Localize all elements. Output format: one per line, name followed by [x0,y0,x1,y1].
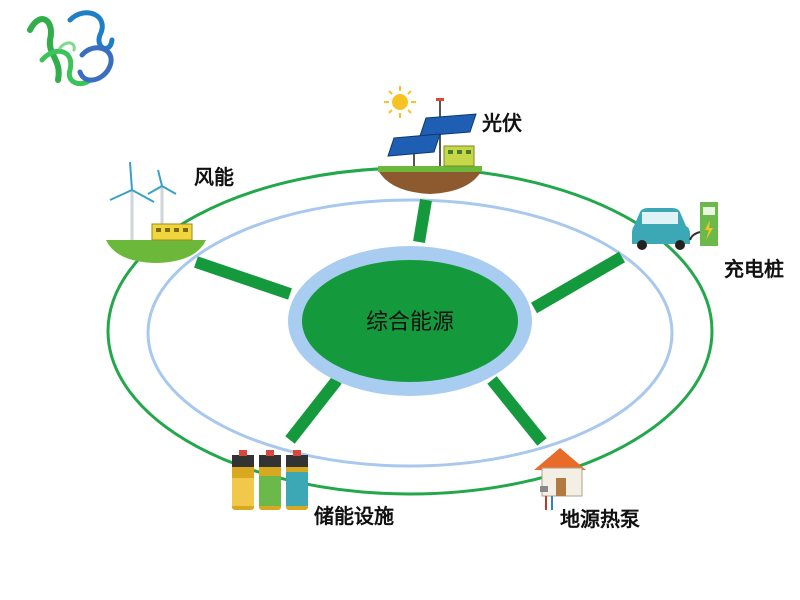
logo-icon [27,10,115,87]
solar-panel-icon [378,86,482,194]
spoke-storage [285,376,342,444]
battery-icon [232,450,308,510]
spoke-charging [530,251,626,314]
wind-turbine-icon [106,161,206,263]
storage-label: 储能设施 [314,504,394,528]
house-heat-pump-icon [534,448,586,510]
spoke-wind [194,256,292,300]
solar-label: 光伏 [481,111,522,135]
ev-charging-icon [632,202,718,250]
spokes [194,199,626,446]
spoke-solar [413,199,432,243]
inner-ring [146,198,674,468]
charging-label: 充电桩 [724,257,784,281]
center-label: 综合能源 [366,310,454,335]
heatpump-label: 地源热泵 [560,507,640,531]
spoke-heatpump [487,376,547,446]
wind-label: 风能 [194,165,234,189]
center-hub [302,260,518,382]
